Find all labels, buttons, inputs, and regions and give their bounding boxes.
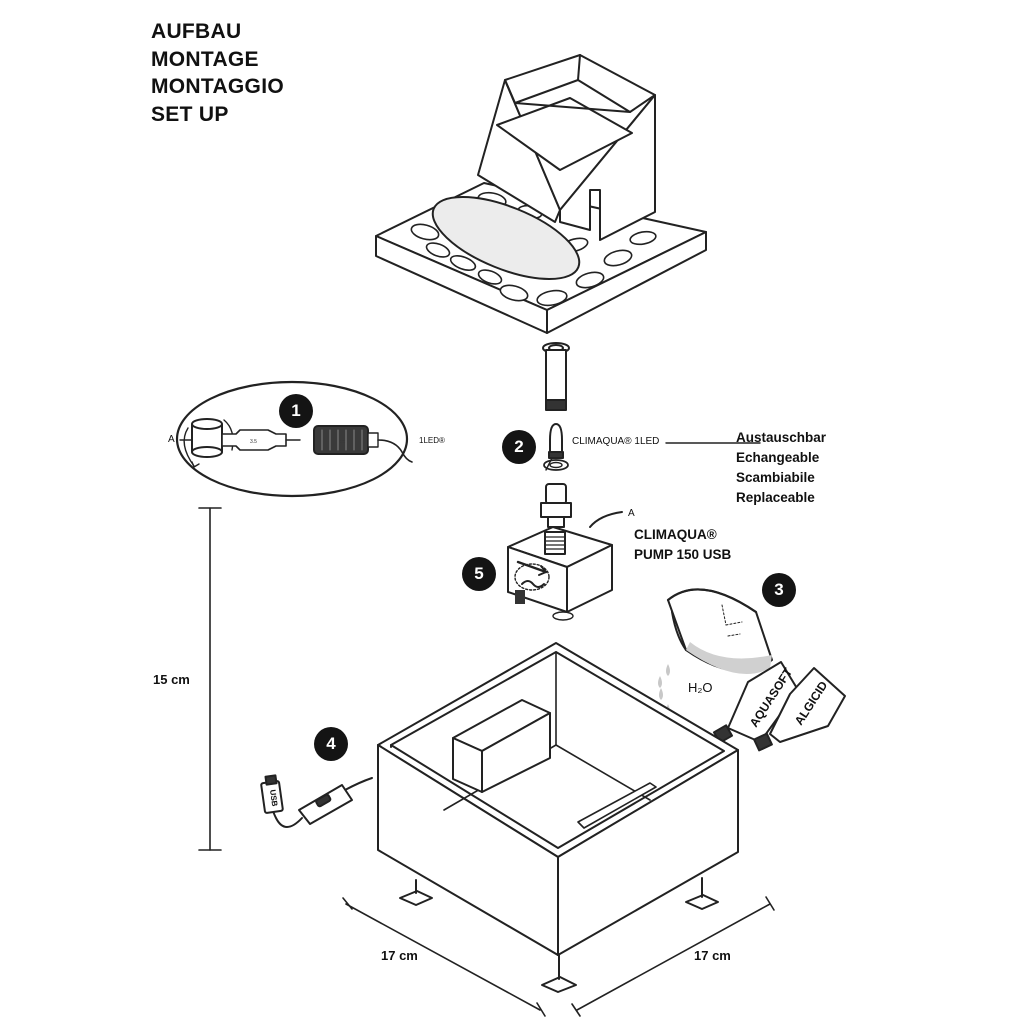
pump-label-a: A	[628, 508, 635, 519]
replaceable-fr: Echangeable	[736, 450, 820, 465]
svg-text:::::: ::::	[340, 439, 346, 445]
basin-box	[377, 642, 739, 993]
algicid-bottle	[753, 667, 846, 752]
title-line-it: MONTAGGIO	[151, 75, 284, 98]
pump-name-line2: PUMP 150 USB	[634, 547, 732, 562]
width-right-dimension-label: 17 cm	[694, 948, 731, 963]
pump-name-line1: CLIMAQUA®	[634, 527, 717, 542]
replaceable-label-group: Austauschbar Echangeable Scambiabile Rep…	[736, 428, 826, 508]
title-line-en: SET UP	[151, 102, 229, 126]
replaceable-en: Replaceable	[736, 490, 815, 505]
step-badge-5: 5	[462, 557, 496, 591]
step-badge-1: 1	[279, 394, 313, 428]
pump-device	[507, 483, 623, 621]
title-line-de: AUFBAU	[151, 20, 242, 43]
title-line-fr: MONTAGE	[151, 47, 259, 71]
replaceable-it: Scambiabile	[736, 470, 815, 485]
svg-text:3.5: 3.5	[250, 439, 257, 445]
usb-switch-cable	[260, 774, 373, 828]
step-badge-4: 4	[314, 727, 348, 761]
water-measuring-cup	[658, 588, 773, 713]
replaceable-de: Austauschbar	[736, 430, 827, 445]
width-left-dimension-label: 17 cm	[381, 948, 418, 963]
pump-name-group: CLIMAQUA® PUMP 150 USB	[634, 525, 731, 565]
dimension-lines	[198, 507, 775, 1017]
height-dimension-label: 15 cm	[153, 672, 190, 687]
water-label: H₂O	[688, 680, 713, 695]
led-bulb	[543, 423, 569, 471]
title-block: AUFBAU MONTAGE MONTAGGIO SET UP	[151, 18, 284, 128]
detail-label-a: A	[168, 434, 175, 445]
step-badge-3: 3	[762, 573, 796, 607]
step-badge-2: 2	[502, 430, 536, 464]
led-tube	[542, 342, 570, 411]
detail-label-led: 1LED®	[419, 436, 445, 445]
fountain-top-piece	[375, 54, 707, 334]
led-name-label: CLIMAQUA® 1LED	[572, 436, 660, 447]
usb-label: USB	[268, 789, 279, 807]
led-connection-detail: 3.5 ::::	[175, 380, 413, 498]
